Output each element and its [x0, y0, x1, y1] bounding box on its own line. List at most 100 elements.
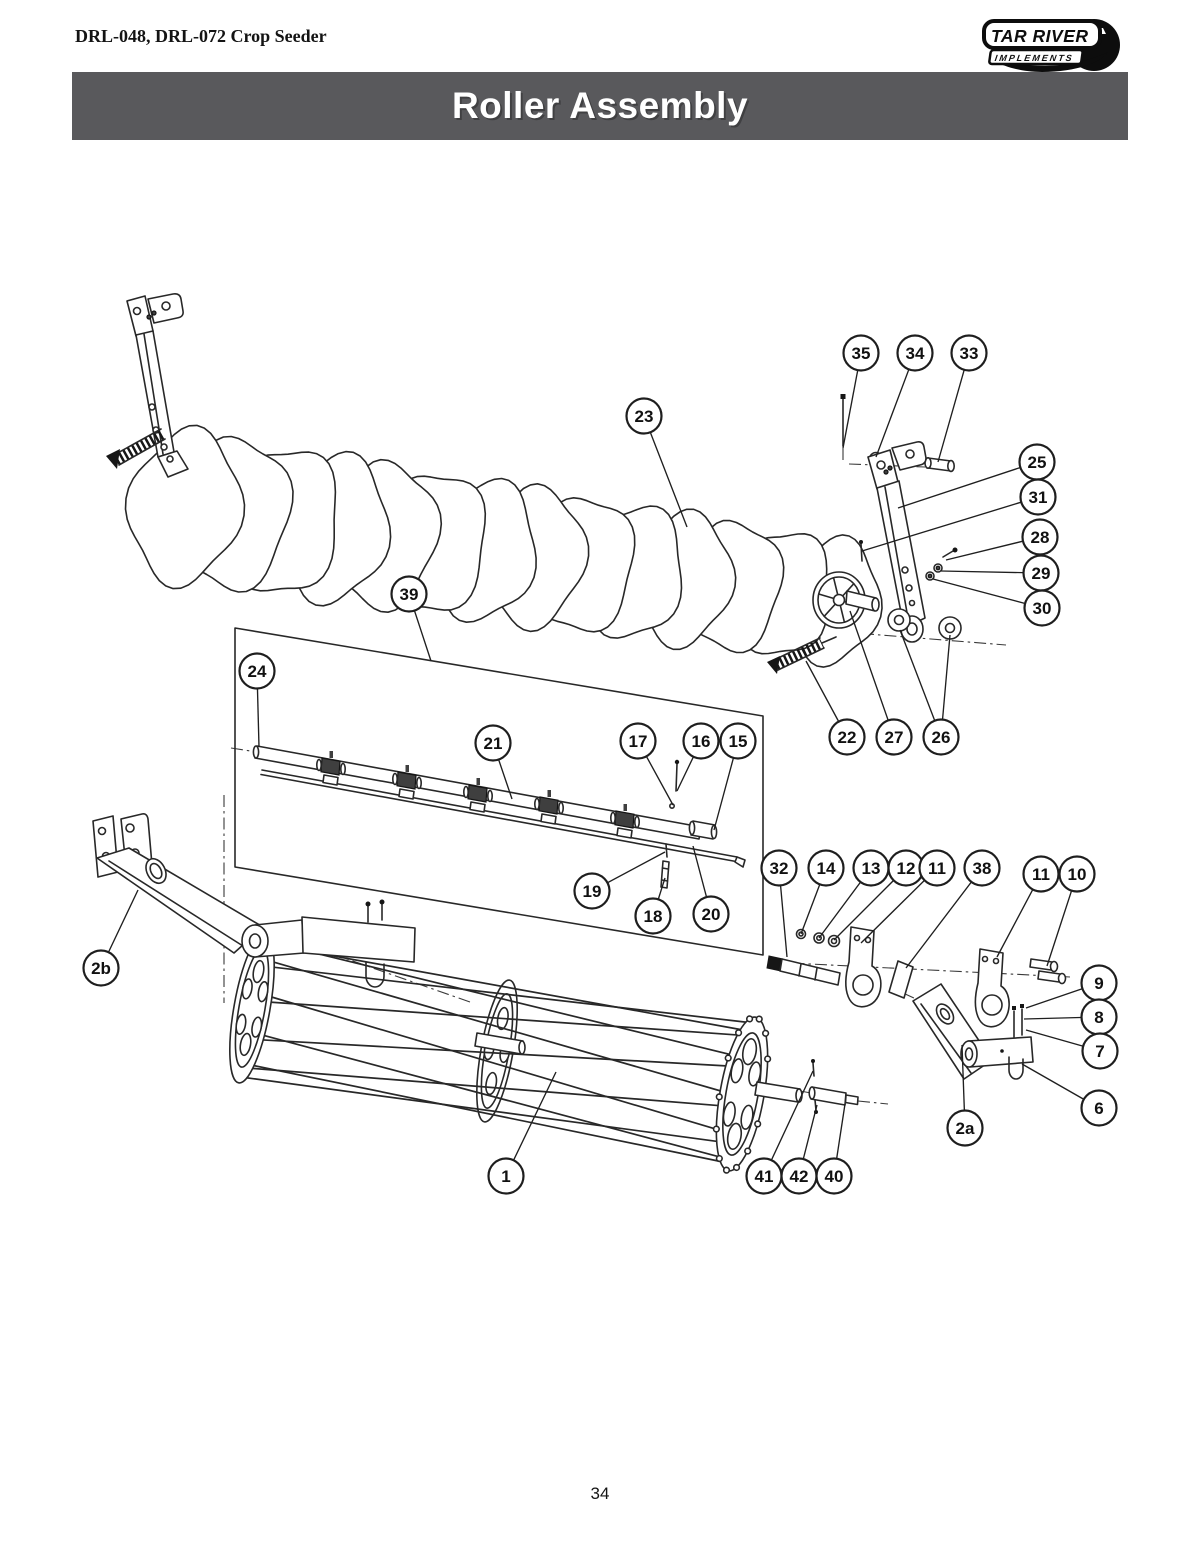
- leader-line: [849, 610, 895, 738]
- collar-bolt: [623, 804, 627, 811]
- cage-rod: [257, 941, 763, 1035]
- callout-20: 20: [692, 895, 730, 933]
- logo-swoosh: [996, 52, 1108, 72]
- bar-saddle: [469, 801, 486, 813]
- scraper-shaft-assembly: [252, 745, 746, 889]
- page-header: DRL-048, DRL-072 Crop Seeder: [75, 26, 327, 46]
- clevis-pin-6: [1008, 1056, 1024, 1080]
- callout-label: 26: [932, 728, 951, 747]
- callout-label: 8: [1094, 1008, 1103, 1027]
- callout-label: 11: [928, 859, 946, 878]
- callout-label: 19: [583, 882, 602, 901]
- callout-label: 40: [825, 1167, 844, 1186]
- callout-label: 30: [1033, 599, 1052, 618]
- cage-rod: [269, 995, 751, 1141]
- key-38: [888, 960, 914, 999]
- callout-18: 18: [634, 897, 672, 935]
- collar-bolt: [476, 778, 480, 785]
- spiral-disc: [124, 424, 246, 590]
- page-number: 34: [590, 1484, 610, 1503]
- cage-rod: [246, 963, 754, 1024]
- callout-40: 40: [815, 1157, 853, 1195]
- callout-label: 28: [1031, 528, 1050, 547]
- shaft-40: [810, 1086, 847, 1106]
- callout-35: 35: [842, 334, 880, 372]
- callout-12: 12: [887, 849, 925, 887]
- cage-rod: [232, 1037, 729, 1067]
- cage-rod: [262, 1034, 738, 1163]
- callout-label: 23: [635, 407, 654, 426]
- logo-pill: [982, 19, 1102, 50]
- callout-10: 10: [1058, 855, 1096, 893]
- cage-roller-ends: [229, 932, 859, 1174]
- callout-label: 12: [897, 859, 916, 878]
- left-spring-arm: [106, 293, 189, 478]
- bracket-2a: [912, 983, 1034, 1080]
- callout-label: 9: [1094, 974, 1103, 993]
- spring-22: [773, 638, 825, 670]
- callout-label: 33: [960, 344, 979, 363]
- bolt-16: [675, 763, 678, 792]
- right-spring-arm: [767, 394, 962, 674]
- callout-19: 19: [573, 872, 611, 910]
- bar-saddle: [322, 774, 339, 786]
- callout-label: 29: [1032, 564, 1051, 583]
- callout-2a: 2a: [946, 1109, 984, 1147]
- callout-label: 25: [1028, 453, 1047, 472]
- logo-line1: TAR RIVER: [991, 26, 1089, 46]
- shaft-collars: [315, 751, 640, 839]
- callout-39: 39: [390, 575, 428, 613]
- callout-8: 8: [1080, 998, 1118, 1036]
- callout-label: 14: [817, 859, 836, 878]
- leader-line: [763, 1070, 814, 1177]
- callout-21: 21: [474, 724, 512, 762]
- callout-label: 21: [484, 734, 503, 753]
- callout-label: 41: [755, 1167, 774, 1186]
- bar-saddle: [398, 788, 415, 800]
- callout-34: 34: [896, 334, 934, 372]
- pin-31: [860, 543, 863, 562]
- callout-23: 23: [625, 397, 663, 435]
- bolt-10: [1037, 970, 1061, 983]
- callout-label: 32: [770, 859, 789, 878]
- callout-9: 9: [1080, 964, 1118, 1002]
- callout-1: 1: [487, 1157, 525, 1195]
- callout-26: 26: [922, 718, 960, 756]
- brand-logo: TAR RIVER IMPLEMENTS: [982, 19, 1120, 72]
- collar-bolt: [329, 751, 333, 758]
- callout-7: 7: [1081, 1032, 1119, 1070]
- bar-saddle: [540, 813, 557, 825]
- callout-30: 30: [1023, 589, 1061, 627]
- leader-line: [899, 629, 942, 738]
- callout-29: 29: [1022, 554, 1060, 592]
- callout-label: 31: [1029, 488, 1048, 507]
- callout-2b: 2b: [82, 949, 120, 987]
- callout-11-2: 11: [1022, 855, 1060, 893]
- bracket-2b: [92, 813, 416, 988]
- shaft-collar: [396, 771, 417, 790]
- cage-rod: [237, 998, 741, 1037]
- callout-31: 31: [1019, 478, 1057, 516]
- callout-label: 11: [1032, 865, 1050, 884]
- callout-27: 27: [875, 718, 913, 756]
- callout-label: 2b: [91, 959, 111, 978]
- callout-label: 15: [729, 732, 748, 751]
- callout-label: 18: [644, 907, 663, 926]
- screw-41: [812, 1062, 815, 1077]
- callout-label: 39: [400, 585, 419, 604]
- bar-saddle: [616, 827, 633, 839]
- section-title-bar: Roller Assembly: [72, 72, 1128, 140]
- callout-label: 16: [692, 732, 711, 751]
- shaft-collar: [614, 810, 635, 829]
- callout-label: 20: [702, 905, 721, 924]
- cage-rod: [233, 1066, 721, 1107]
- callout-label: 22: [838, 728, 857, 747]
- callout-38: 38: [963, 849, 1001, 887]
- callout-label: 34: [906, 344, 925, 363]
- leader-line: [643, 415, 688, 528]
- callout-24: 24: [238, 652, 276, 690]
- callout-label: 7: [1095, 1042, 1104, 1061]
- leader-line: [861, 496, 1039, 552]
